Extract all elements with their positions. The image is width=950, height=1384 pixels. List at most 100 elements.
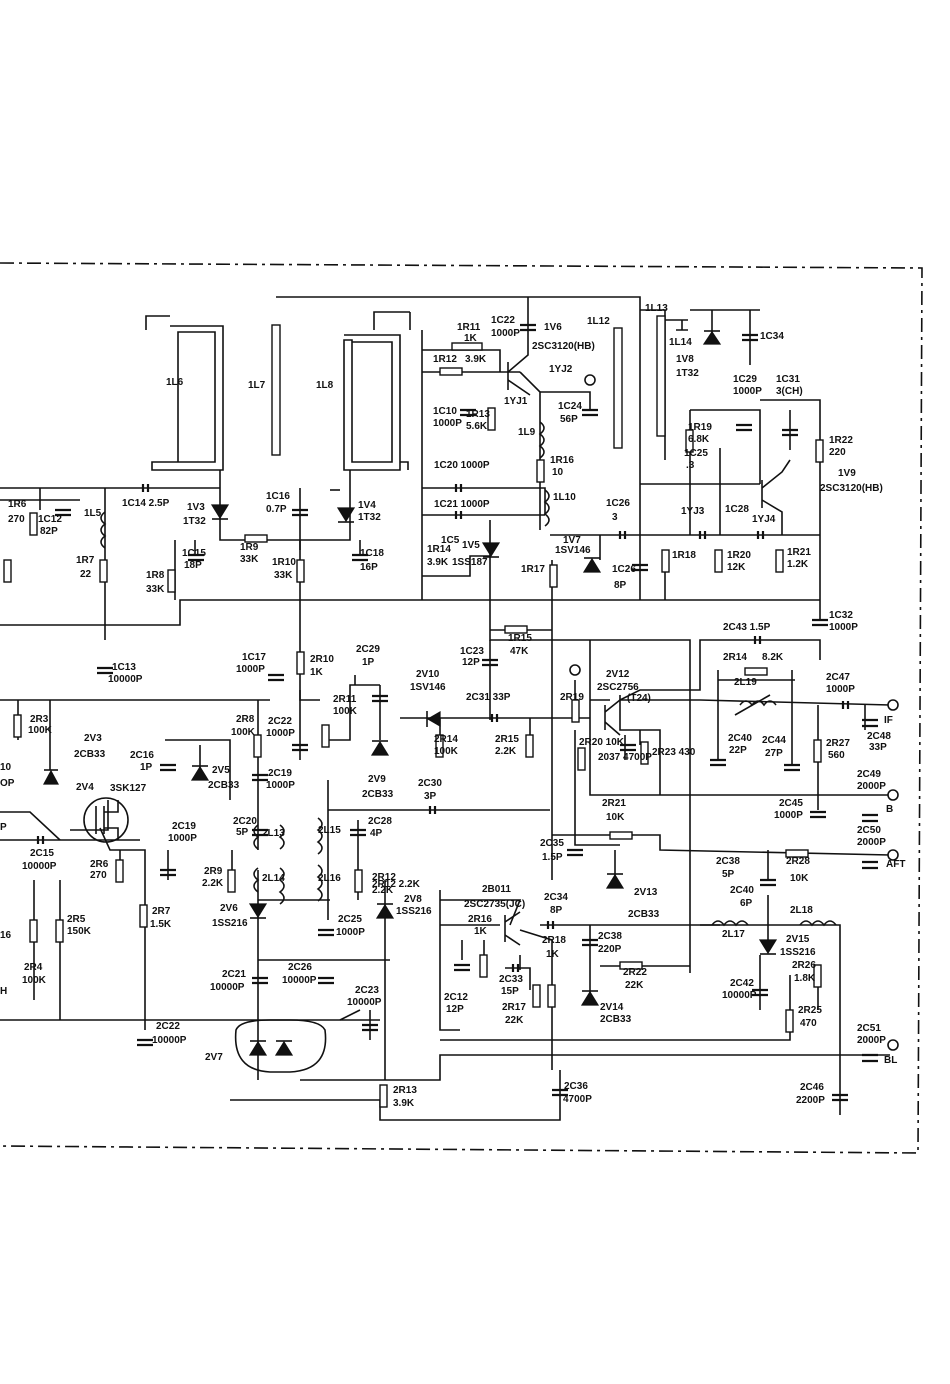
component-label: 470 (800, 1018, 817, 1029)
component-label: 1K (310, 667, 324, 678)
component-label: 16 (0, 930, 12, 941)
component-label: 2V6 (220, 903, 238, 914)
component-label: 5.6K (466, 421, 488, 432)
component-label: 2L14 (262, 873, 285, 884)
component-label: 1SV146 (555, 545, 591, 556)
component-label: 2C34 (544, 892, 568, 903)
component-label: 2R5 (67, 914, 86, 925)
component-label: 82P (40, 526, 58, 537)
component-label: 1C24 (558, 401, 582, 412)
component-label: 1C12 (38, 514, 62, 525)
component-label: 3.9K (393, 1098, 415, 1109)
component-label: 2R22 (623, 967, 647, 978)
component-label: 220 (829, 447, 846, 458)
component-label: 1R8 (146, 570, 165, 581)
component-label: 1C17 (242, 652, 266, 663)
component-label: 2B011 (482, 884, 511, 895)
component-label: 2C29 (356, 644, 380, 655)
component-label: 2R10 (310, 654, 334, 665)
component-label: 1T32 (183, 516, 206, 527)
component-label: 1C23 (460, 646, 484, 657)
component-label: 6P (740, 898, 753, 909)
component-label: 2C46 (800, 1082, 824, 1093)
transistor-1V9 (761, 459, 791, 535)
component-label: 1SS187 (452, 557, 488, 568)
component-label: 1V3 (187, 502, 205, 513)
component-label: 2R21 (602, 798, 626, 809)
component-label: 1C14 2.5P (122, 498, 170, 509)
component-label: 1V6 (544, 322, 562, 333)
component-label: 2V9 (368, 774, 386, 785)
component-label: 1C34 (760, 331, 784, 342)
component-label: 2C20 (233, 816, 257, 827)
component-label: 2L18 (790, 905, 813, 916)
component-label: 2.2K (202, 878, 224, 889)
diodes (42, 330, 778, 1006)
component-label: 1SS216 (212, 918, 248, 929)
component-label: 2C19 (268, 768, 292, 779)
component-label: 2V14 (600, 1002, 624, 1013)
component-label: 2V8 (404, 894, 422, 905)
component-label: 2CB33 (74, 749, 106, 760)
coil-1L13 (656, 315, 666, 437)
component-label: 1000P (168, 833, 197, 844)
component-label: 1R17 (521, 564, 545, 575)
coil-1L8 (343, 311, 410, 471)
component-label: 10000P (108, 674, 143, 685)
component-label: 1L9 (518, 427, 536, 438)
component-label: 10 (552, 467, 564, 478)
component-label: 1R14 (427, 544, 451, 555)
component-label: 56P (560, 414, 578, 425)
component-label: 2SC2735(JC) (464, 899, 525, 910)
component-label: 1L14 (669, 337, 692, 348)
component-label: 12P (462, 657, 480, 668)
component-label: 1L8 (316, 380, 334, 391)
component-label: 3 (612, 512, 618, 523)
component-label: 1000P (336, 927, 365, 938)
component-label: 2R28 (786, 856, 810, 867)
component-label: 2C43 1.5P (723, 622, 771, 633)
component-label: 10000P (152, 1035, 187, 1046)
component-label: 2C51 (857, 1023, 881, 1034)
component-label: 12K (727, 562, 746, 573)
component-label: 2C23 (355, 985, 379, 996)
component-label: 2C21 (222, 969, 246, 980)
component-label: 1000P (433, 418, 462, 429)
component-label: 2R6 (90, 859, 109, 870)
transistor-2B011 (504, 911, 521, 946)
component-label: 1C31 (776, 374, 800, 385)
component-label: 10000P (282, 975, 317, 986)
component-label: IF (884, 715, 893, 726)
component-label: 100K (22, 975, 47, 986)
component-label: 2C12 (444, 992, 468, 1003)
component-label: 2R13 (393, 1085, 417, 1096)
component-label: 1K (464, 333, 478, 344)
component-label: 15P (501, 986, 519, 997)
component-label: 1R10 (272, 557, 296, 568)
component-label: 2R17 (502, 1002, 526, 1013)
component-label: 2C22 (156, 1021, 180, 1032)
component-label: 1L6 (166, 377, 184, 388)
component-label: P (0, 822, 7, 833)
component-label: 2037 4700P (598, 752, 652, 763)
component-label: 1YJ3 (681, 506, 705, 517)
component-label: 2R23 430 (652, 747, 696, 758)
component-label: 16P (360, 562, 378, 573)
component-label: 2200P (796, 1095, 825, 1106)
component-label: 1R11 (457, 322, 481, 333)
component-label: 22 (80, 569, 92, 580)
component-label: 2R12 (372, 872, 396, 883)
component-label: 1K (546, 949, 560, 960)
component-label: 1C22 (491, 315, 515, 326)
output-terminals (569, 664, 899, 1051)
component-label: 2C47 (826, 672, 850, 683)
component-label: 1L5 (84, 508, 102, 519)
component-label: 2SC3120(HB) (820, 483, 883, 494)
component-label: 1L12 (587, 316, 610, 327)
component-label: 1SV146 (410, 682, 446, 693)
component-label: 1P (140, 762, 153, 773)
component-label: 1C26 (612, 564, 636, 575)
lower-wiring (0, 639, 891, 1121)
component-label: 2L13 (262, 828, 285, 839)
component-label: 10000P (22, 861, 57, 872)
